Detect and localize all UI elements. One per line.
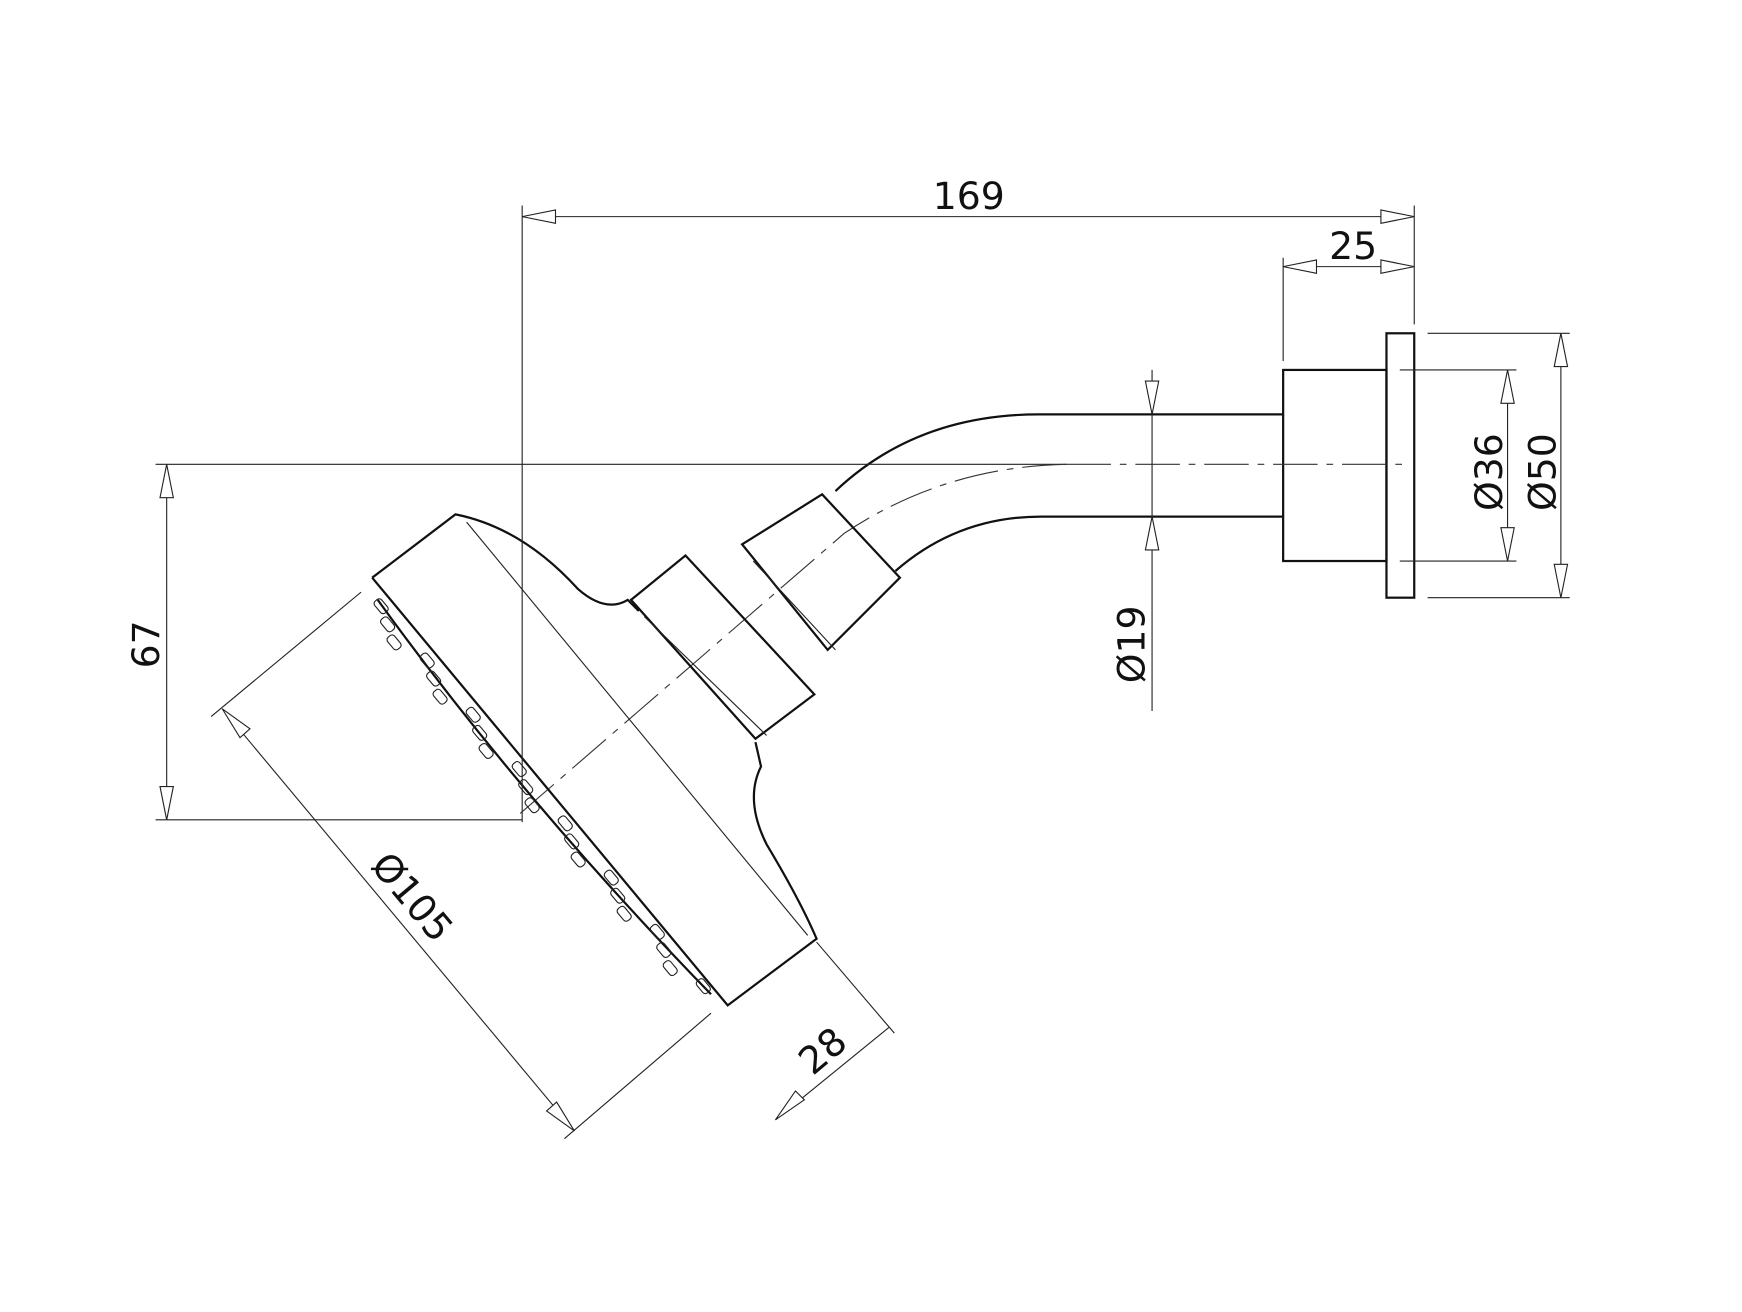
- arrowhead: [545, 1101, 575, 1132]
- nozzle: [603, 869, 619, 886]
- swivel-collar: [629, 553, 816, 741]
- nozzle-face-edge: [376, 599, 712, 996]
- nozzle: [649, 923, 665, 940]
- dim-label-25: 25: [1329, 224, 1377, 268]
- centerline-arm-bend: [516, 463, 1067, 817]
- nozzle: [610, 887, 626, 904]
- nozzle: [564, 833, 580, 850]
- dim-label-50: Ø50: [1520, 433, 1564, 511]
- collar-edge: [643, 616, 767, 736]
- nozzle: [656, 941, 672, 958]
- ball-joint-nut: [740, 492, 902, 652]
- nozzle: [616, 905, 632, 922]
- nozzle: [465, 706, 481, 723]
- arrowhead: [1380, 209, 1415, 224]
- wall-flange: [1385, 332, 1416, 599]
- nut-edge: [752, 560, 836, 651]
- arrowhead: [1553, 563, 1569, 598]
- dim-label-28: 28: [790, 1019, 855, 1084]
- nozzle: [426, 670, 442, 687]
- shower-head-body: [371, 513, 818, 1007]
- head-inner-edge: [466, 521, 809, 936]
- nozzle: [419, 652, 435, 669]
- dim-label-19: Ø19: [1109, 605, 1153, 683]
- dim-label-105: Ø105: [363, 844, 462, 950]
- nozzle: [472, 724, 488, 741]
- nozzle: [380, 616, 396, 633]
- arrowhead: [221, 708, 251, 739]
- arrowhead: [159, 785, 175, 820]
- shower-arm: [834, 413, 1284, 572]
- extension-line: [816, 941, 895, 1034]
- nozzle: [557, 815, 573, 832]
- nozzle: [570, 851, 586, 868]
- nozzle: [478, 742, 494, 759]
- dim-label-169: 169: [933, 174, 1005, 218]
- nozzle: [662, 960, 678, 977]
- extension-line: [210, 591, 362, 717]
- nozzle: [386, 634, 402, 651]
- arrowhead: [775, 1090, 806, 1121]
- arrowhead: [522, 209, 557, 224]
- arrowhead: [1144, 380, 1160, 415]
- arrowhead: [1500, 527, 1515, 562]
- arrowhead: [1144, 516, 1160, 551]
- arrowhead: [1283, 259, 1318, 274]
- nozzle: [373, 598, 389, 615]
- nozzle: [432, 688, 448, 705]
- dim-label-36: Ø36: [1467, 433, 1511, 511]
- arrowhead: [159, 464, 175, 499]
- arrowhead: [1500, 369, 1515, 404]
- arrowhead: [1380, 259, 1415, 274]
- dim-label-67: 67: [124, 620, 168, 668]
- nozzle: [695, 978, 711, 995]
- nozzle: [524, 797, 540, 814]
- flange-nut: [1282, 368, 1388, 563]
- extension-line: [564, 1012, 712, 1140]
- nozzle-group: [373, 598, 711, 995]
- arrowhead: [1553, 333, 1569, 368]
- dimension-line-105: [221, 708, 575, 1132]
